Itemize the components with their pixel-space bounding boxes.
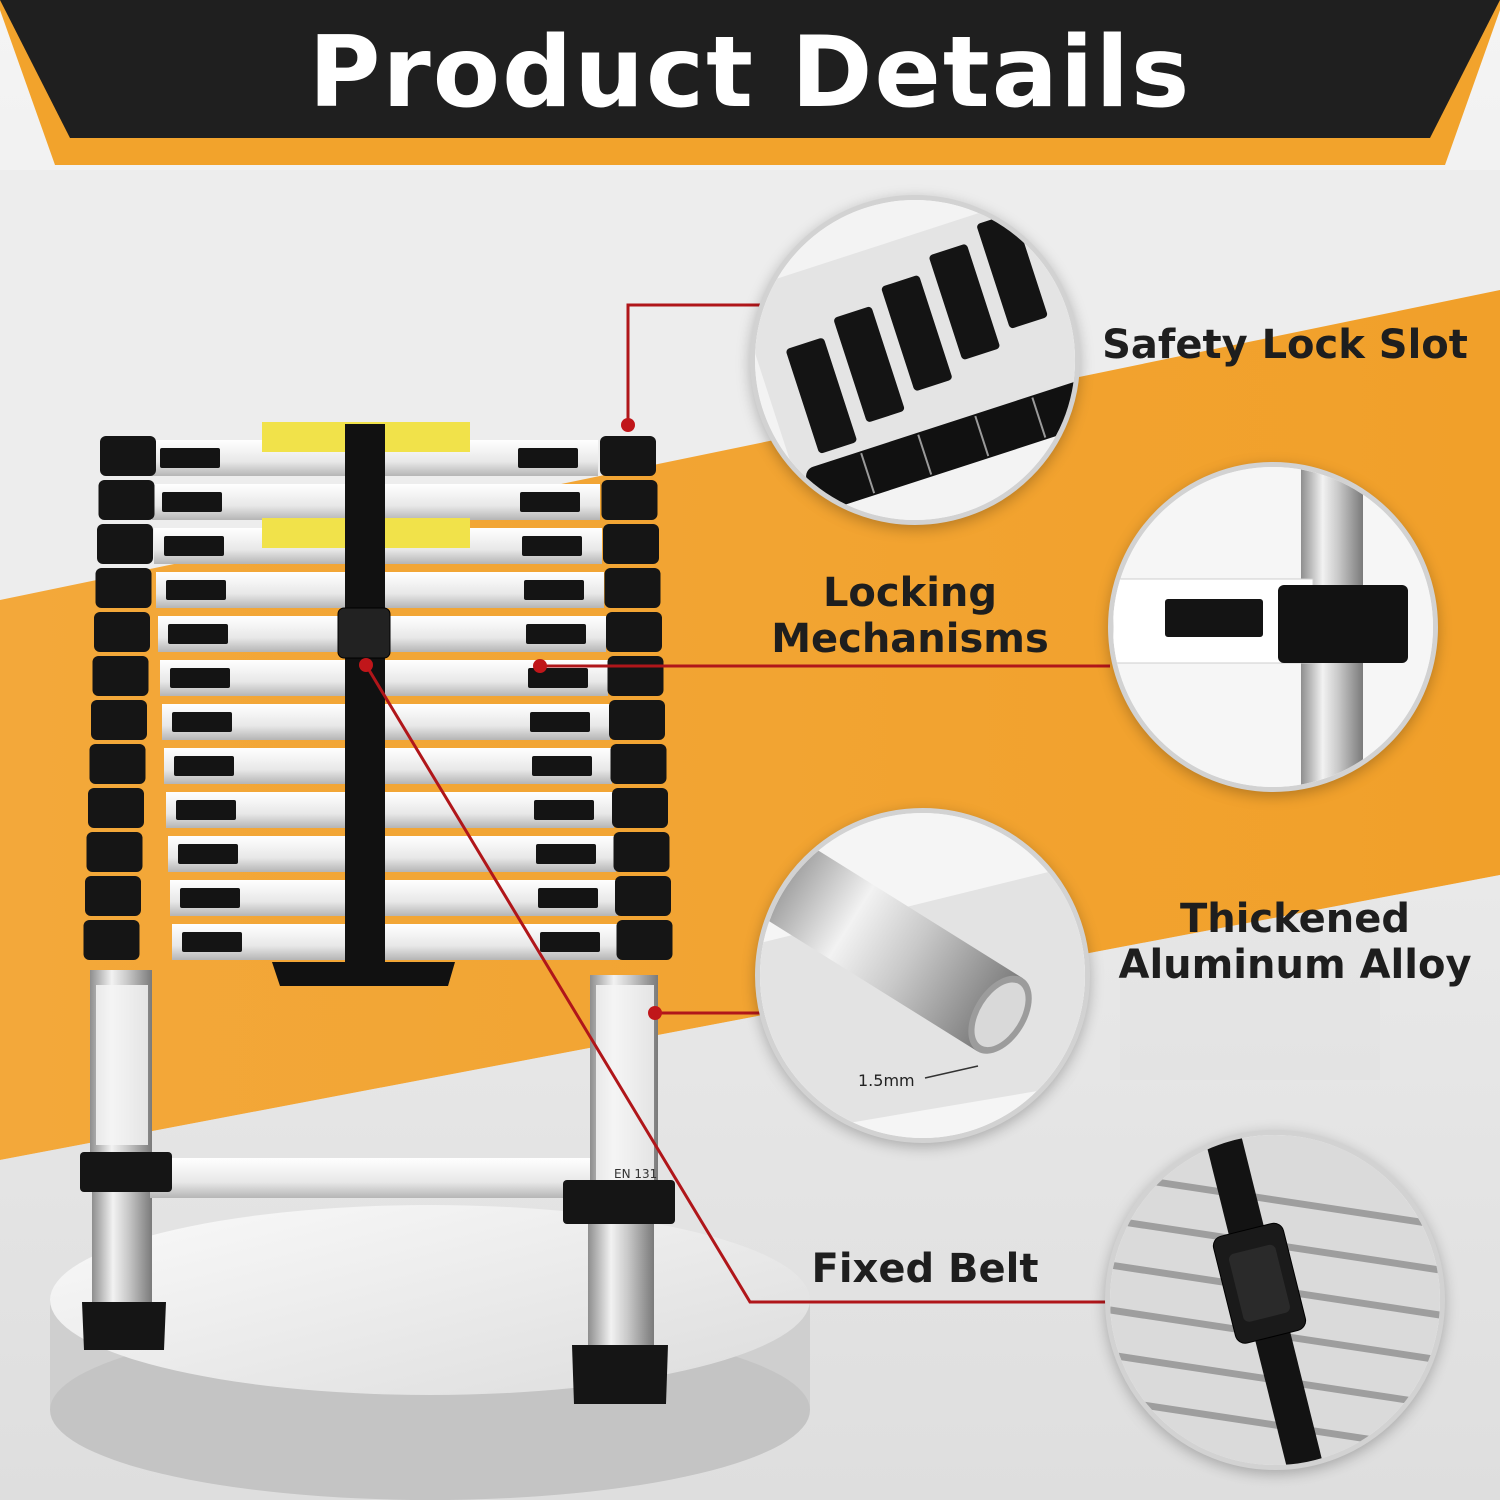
lock-tab [182,932,242,952]
lock-tab [178,844,238,864]
right-clamp [600,436,656,476]
label-thickened-aluminum-alloy: Thickened Aluminum Alloy [1100,896,1490,988]
right-clamp [609,700,665,740]
left-clamp [86,832,143,872]
left-clamp [98,480,155,520]
right-clamp [610,744,667,784]
right-clamp [615,876,671,916]
header-banner: Product Details [0,0,1500,170]
lock-tab [162,492,222,512]
lock-tab [174,756,234,776]
lock-tab [176,800,236,820]
right-clamp [603,524,659,564]
fixed-belt-closeup [1105,1130,1445,1470]
left-clamp [97,524,153,564]
label-locking-line1: Locking [822,570,998,616]
right-clamp [613,832,670,872]
lock-tab [518,448,578,468]
right-clamp [604,568,661,608]
left-clamp [100,436,156,476]
lock-tab [168,624,228,644]
lock-tab [524,580,584,600]
en131-label: EN 131 [614,1167,657,1181]
lock-tab [530,712,590,732]
right-clamp [612,788,668,828]
right-clamp [601,480,658,520]
lock-tab [528,668,588,688]
lock-tab [172,712,232,732]
lock-tab [540,932,600,952]
left-clamp [92,656,149,696]
aluminum-tube-closeup: 1.5mm [755,808,1090,1143]
safety-lock-slot-closeup [750,195,1080,525]
lock-tab [166,580,226,600]
lock-tab [538,888,598,908]
label-locking-mechanisms: Locking Mechanisms [760,570,1060,662]
lock-tab [520,492,580,512]
label-fixed-belt: Fixed Belt [811,1246,1039,1292]
lock-tab [170,668,230,688]
banner-shape [0,0,1500,165]
right-clamp [616,920,673,960]
lock-tab [180,888,240,908]
lock-tab [532,756,592,776]
label-locking-line2: Mechanisms [771,616,1049,662]
left-clamp [91,700,147,740]
locking-mechanism-closeup [1108,462,1438,792]
label-thickened-line1: Thickened [1179,896,1411,942]
page-title: Product Details [308,16,1192,130]
left-clamp [88,788,144,828]
lock-tab [522,536,582,556]
thickness-label: 1.5mm [858,1071,915,1090]
lock-tab [534,800,594,820]
left-clamp [83,920,140,960]
right-clamp [606,612,662,652]
left-clamp [85,876,141,916]
lock-tab [160,448,220,468]
lock-tab [164,536,224,556]
left-clamp [94,612,150,652]
left-clamp [95,568,152,608]
label-safety-lock-slot: Safety Lock Slot [1102,322,1468,368]
lock-tab [526,624,586,644]
lock-tab [536,844,596,864]
left-clamp [89,744,146,784]
label-thickened-line2: Aluminum Alloy [1118,942,1472,988]
